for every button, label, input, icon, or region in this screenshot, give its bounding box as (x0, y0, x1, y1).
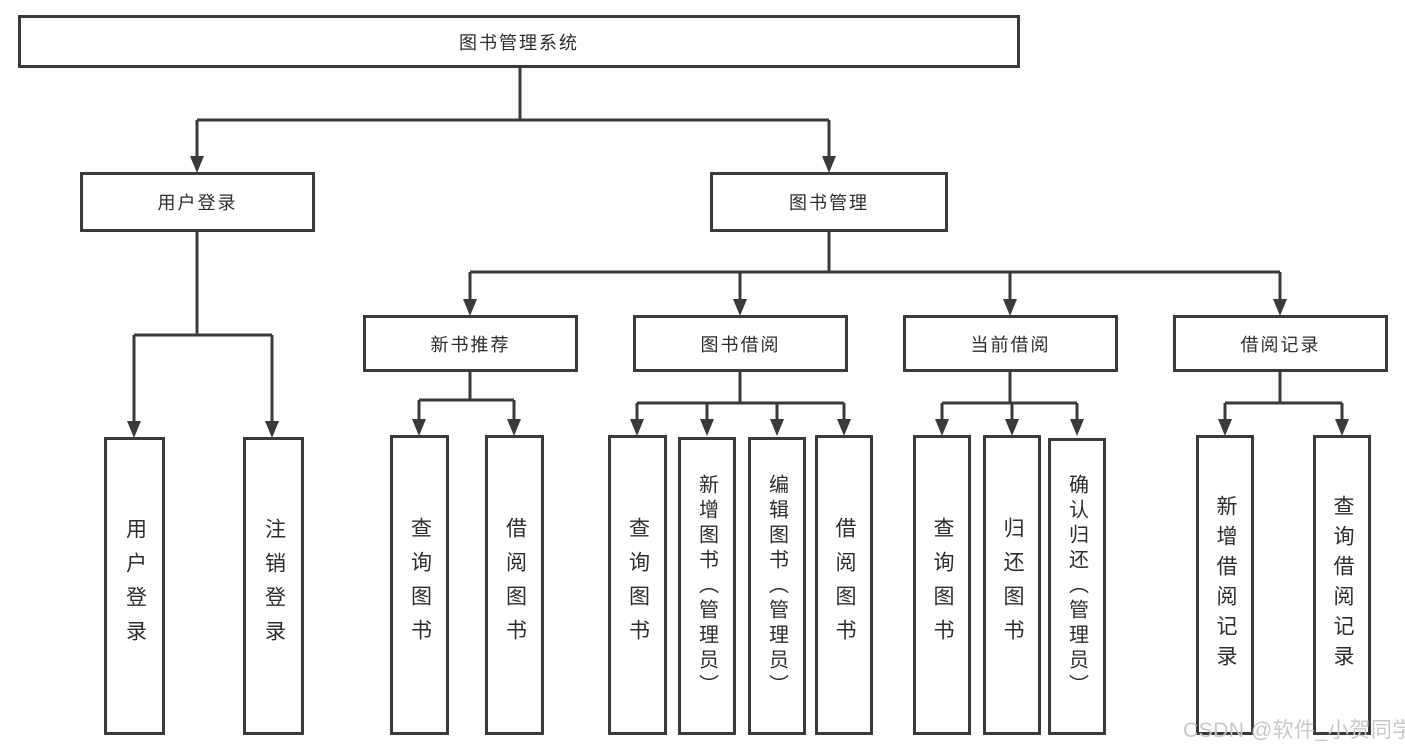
leaf-cb-return-books: 归还图书 (983, 435, 1041, 735)
leaf-logout-label: 注销登录 (262, 518, 286, 654)
leaf-br-query-record: 查询借阅记录 (1313, 435, 1371, 735)
node-current-borrowing-label: 当前借阅 (970, 334, 1051, 355)
leaf-bb-add-books-admin: 新增图书（管理员） (678, 437, 736, 735)
leaf-bb-edit-books-admin-label: 编辑图书（管理员） (765, 473, 788, 699)
node-book-borrowing: 图书借阅 (633, 315, 848, 372)
node-book-management-label: 图书管理 (789, 193, 869, 213)
node-new-book-recommend: 新书推荐 (363, 315, 578, 372)
leaf-cb-return-books-label: 归还图书 (1001, 517, 1024, 653)
leaf-user-login: 用户登录 (104, 437, 165, 735)
leaf-rec-borrow-books-label: 借阅图书 (503, 517, 527, 653)
leaf-bb-borrow-books: 借阅图书 (815, 435, 873, 735)
leaf-br-query-record-label: 查询借阅记录 (1331, 495, 1354, 675)
node-borrowing-records: 借阅记录 (1173, 315, 1388, 372)
leaf-cb-query-books: 查询图书 (913, 435, 971, 735)
leaf-cb-confirm-return-admin-label: 确认归还（管理员） (1065, 474, 1088, 699)
node-root-system: 图书管理系统 (18, 15, 1020, 68)
leaf-cb-query-books-label: 查询图书 (931, 517, 954, 653)
node-current-borrowing: 当前借阅 (903, 315, 1118, 372)
node-borrowing-records-label: 借阅记录 (1240, 334, 1321, 355)
leaf-bb-query-books-label: 查询图书 (626, 517, 650, 653)
node-new-book-recommend-label: 新书推荐 (430, 334, 511, 355)
leaf-bb-query-books: 查询图书 (608, 435, 667, 735)
csdn-watermark: CSDN @软件_小贺同学 (1183, 719, 1405, 742)
node-book-borrowing-label: 图书借阅 (700, 334, 781, 355)
leaf-br-add-record-label: 新增借阅记录 (1214, 495, 1237, 675)
leaf-br-add-record: 新增借阅记录 (1196, 435, 1254, 735)
arrowheads (127, 156, 1349, 438)
leaf-rec-query-books-label: 查询图书 (408, 517, 432, 653)
leaf-logout: 注销登录 (243, 437, 304, 735)
node-root-system-label: 图书管理系统 (459, 32, 579, 53)
node-book-management: 图书管理 (710, 172, 948, 232)
leaf-rec-query-books: 查询图书 (390, 435, 449, 735)
leaf-bb-borrow-books-label: 借阅图书 (833, 517, 856, 653)
node-user-login-label: 用户登录 (157, 193, 238, 213)
leaf-user-login-label: 用户登录 (123, 518, 147, 654)
leaf-cb-confirm-return-admin: 确认归还（管理员） (1048, 438, 1106, 735)
leaf-bb-add-books-admin-label: 新增图书（管理员） (695, 473, 718, 699)
node-user-login: 用户登录 (80, 172, 315, 232)
leaf-rec-borrow-books: 借阅图书 (485, 435, 544, 735)
leaf-bb-edit-books-admin: 编辑图书（管理员） (748, 437, 806, 735)
